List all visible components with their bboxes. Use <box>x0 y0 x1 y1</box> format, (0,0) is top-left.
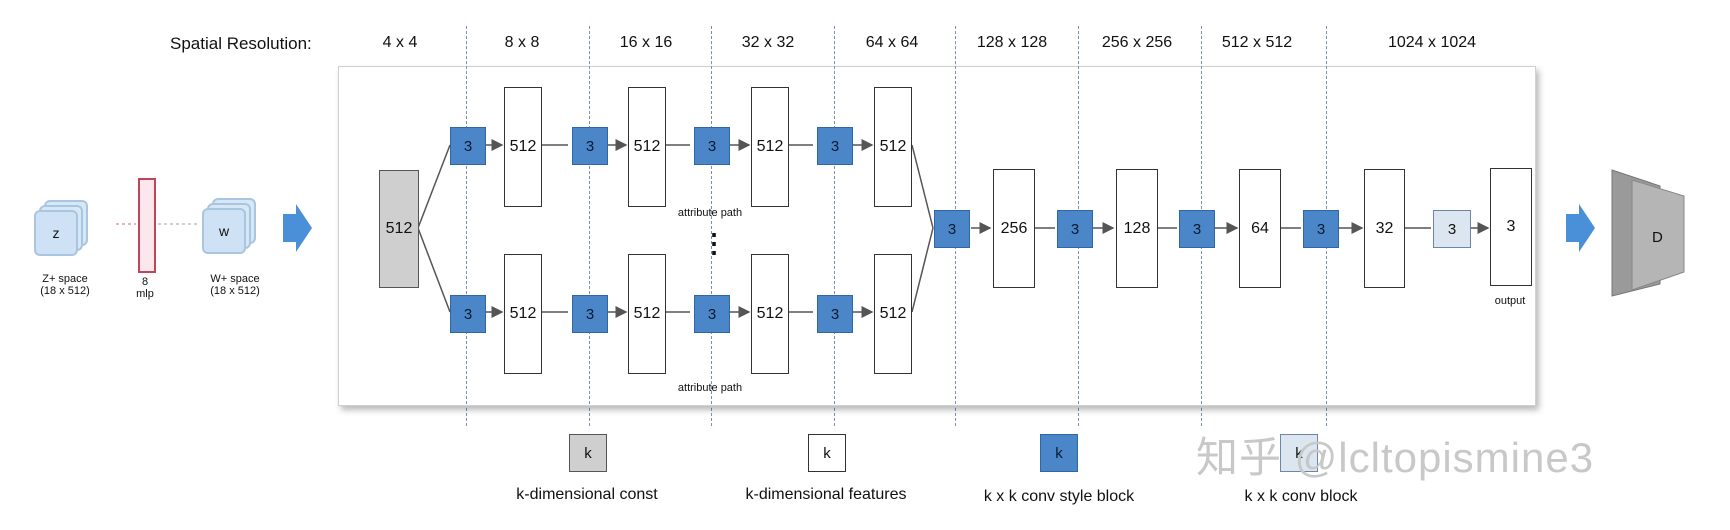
style-conv-block: 3 <box>694 295 730 333</box>
merge-connector <box>911 227 934 313</box>
attribute-path-label-top: attribute path <box>677 207 743 219</box>
style-conv-block: 3 <box>572 127 608 165</box>
spatial-resolution-title: Spatial Resolution: <box>170 34 312 53</box>
style-conv-block: 3 <box>817 295 853 333</box>
resolution-label: 512 x 512 <box>1221 34 1293 51</box>
style-conv-block: 3 <box>1057 210 1093 248</box>
resolution-label: 256 x 256 <box>1101 34 1173 51</box>
branch-ellipsis: ⋮ <box>701 228 727 258</box>
w-space-label: W+ space (18 x 512) <box>190 273 280 297</box>
z-glyph: z <box>52 225 60 241</box>
branch-connector <box>417 227 451 313</box>
resolution-divider <box>466 66 467 404</box>
watermark-text: 知乎 @lcltopismine3 <box>1196 434 1595 481</box>
input-arrow <box>283 204 312 252</box>
legend-conv-label: k x k conv block <box>1244 488 1358 505</box>
mlp-text: mlp <box>136 288 154 300</box>
z-space-label-line2: (18 x 512) <box>40 285 90 297</box>
discriminator-front-shape <box>1631 179 1685 291</box>
mlp-block <box>138 178 156 273</box>
resolution-label: 16 x 16 <box>619 34 673 51</box>
legend-const-swatch: k <box>569 434 607 472</box>
resolution-divider <box>711 66 712 404</box>
feature-block: 512 <box>874 254 912 374</box>
discriminator-label: D <box>1652 229 1663 246</box>
feature-block: 512 <box>628 254 666 374</box>
w-space-label-line1: W+ space <box>210 273 260 285</box>
legend-style-label: k x k conv style block <box>983 488 1135 505</box>
feature-block: 512 <box>628 87 666 207</box>
feature-block: 512 <box>751 87 789 207</box>
feature-block: 128 <box>1116 169 1158 288</box>
conv-block: 3 <box>1433 210 1471 248</box>
mlp-label: 8 mlp <box>125 276 165 300</box>
style-conv-block: 3 <box>817 127 853 165</box>
resolution-label: 64 x 64 <box>865 34 919 51</box>
output-block: 3 <box>1490 168 1532 286</box>
resolution-label: 32 x 32 <box>741 34 795 51</box>
resolution-label: 8 x 8 <box>504 34 540 51</box>
style-conv-block: 3 <box>694 127 730 165</box>
style-conv-block: 3 <box>1303 210 1339 248</box>
resolution-label: 4 x 4 <box>382 34 418 51</box>
w-space-label-line2: (18 x 512) <box>210 285 260 297</box>
w-latent-icon: w <box>202 208 246 254</box>
legend-style-swatch: k <box>1040 434 1078 472</box>
branch-connector <box>417 144 451 229</box>
z-space-label: Z+ space (18 x 512) <box>20 273 110 297</box>
feature-block: 32 <box>1364 169 1405 288</box>
feature-block: 256 <box>993 169 1035 288</box>
style-conv-block: 3 <box>1179 210 1215 248</box>
feature-block: 512 <box>504 87 542 207</box>
style-conv-block: 3 <box>934 210 970 248</box>
merge-connector <box>911 144 934 229</box>
style-conv-block: 3 <box>450 295 486 333</box>
resolution-label: 1024 x 1024 <box>1387 34 1477 51</box>
resolution-divider <box>834 66 835 404</box>
feature-block: 512 <box>751 254 789 374</box>
style-conv-block: 3 <box>572 295 608 333</box>
resolution-divider <box>589 66 590 404</box>
w-glyph: w <box>218 223 230 239</box>
legend-conv-swatch: k <box>1280 434 1318 472</box>
output-arrow <box>1566 204 1595 252</box>
const-block: 512 <box>379 170 419 288</box>
feature-block: 64 <box>1239 169 1281 288</box>
legend-features-label: k-dimensional features <box>745 486 907 503</box>
z-latent-icon: z <box>34 210 78 256</box>
legend-features-swatch: k <box>808 434 846 472</box>
feature-block: 512 <box>874 87 912 207</box>
style-conv-block: 3 <box>450 127 486 165</box>
feature-block: 512 <box>504 254 542 374</box>
output-label: output <box>1494 295 1526 307</box>
mlp-value: 8 <box>141 276 149 288</box>
z-space-label-line1: Z+ space <box>42 273 88 285</box>
attribute-path-label-bottom: attribute path <box>677 382 743 394</box>
legend-const-label: k-dimensional const <box>516 486 658 503</box>
resolution-label: 128 x 128 <box>976 34 1048 51</box>
